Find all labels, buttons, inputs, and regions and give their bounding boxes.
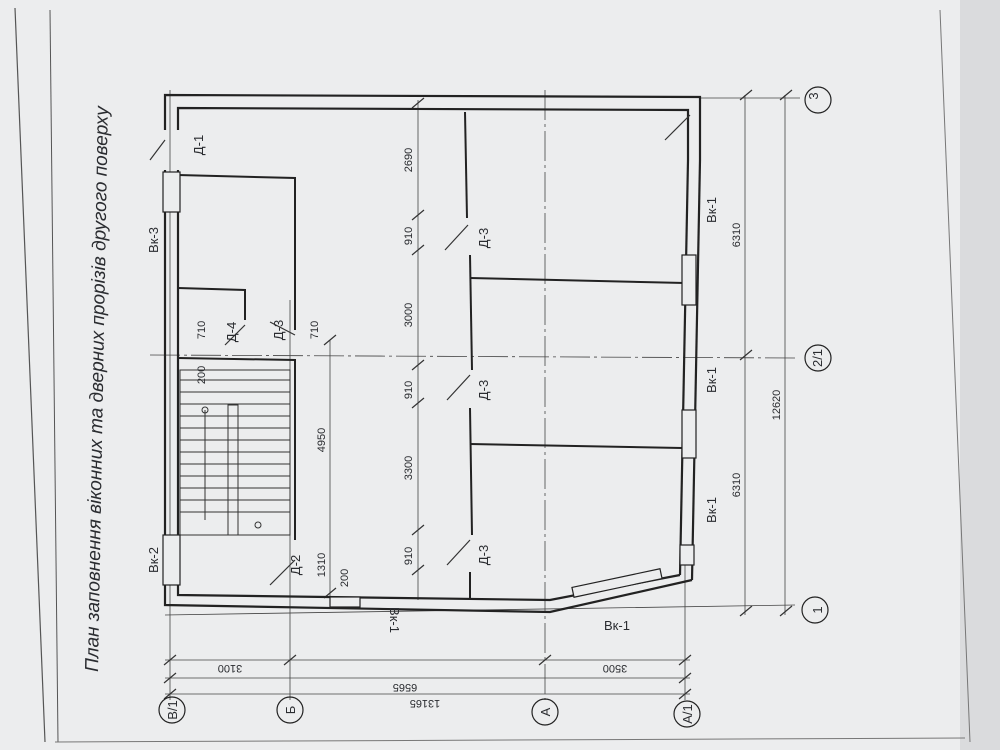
axis-bubble-A	[531, 698, 559, 726]
wall-top	[163, 93, 702, 160]
dim-3100: 3100	[218, 662, 242, 674]
dim-13165: 13165	[410, 697, 441, 709]
window-vk1-right-low	[679, 544, 695, 566]
dim-910-c: 910	[403, 547, 415, 565]
dim-4950: 4950	[316, 428, 328, 452]
axis-bubbles	[158, 86, 832, 728]
dim-1310: 1310	[316, 553, 328, 577]
label-d3-a: Д-3	[476, 228, 491, 248]
frame-right	[939, 9, 971, 743]
axis-label-3: 3	[806, 92, 821, 99]
axis-label-A: А	[538, 707, 553, 716]
dim-710-b: 710	[309, 321, 321, 339]
wall-right-inner	[678, 159, 690, 576]
door-labels: Д-1 Д-2 Д-3 Д-3 Д-3 Д-3 Д-4	[191, 135, 491, 575]
dim-200-b: 200	[339, 569, 351, 587]
wall-bottom	[163, 170, 693, 614]
wall-corridor-3	[469, 407, 473, 536]
frame-left	[14, 7, 46, 743]
wall-corridor-1	[464, 111, 468, 219]
door-d4-swing	[224, 324, 246, 346]
wall-wc	[177, 174, 296, 330]
label-vk1-right-mid: Вк-1	[704, 367, 719, 393]
wall-right	[690, 159, 702, 581]
axis-bubble-B	[276, 696, 304, 724]
window-vk2	[162, 534, 181, 586]
paper-edge	[960, 0, 1000, 750]
tick-marks	[163, 89, 793, 700]
window-vk1-stair	[329, 596, 361, 608]
label-vk3: Вк-3	[146, 227, 161, 253]
dim-6310-a: 6310	[731, 223, 743, 247]
staircase	[179, 369, 291, 536]
label-vk2: Вк-2	[146, 547, 161, 573]
interior-walls	[177, 111, 686, 598]
door-d3-d-swing	[269, 321, 296, 336]
axis-label-A1: А/1	[680, 704, 695, 724]
dim-3500: 3500	[603, 662, 627, 674]
dim-710-a: 710	[196, 321, 208, 339]
door-d3-c-swing	[446, 539, 471, 566]
axis-label-V1: В/1	[165, 700, 180, 720]
axis-label-21: 2/1	[810, 349, 825, 367]
label-d3-b: Д-3	[476, 380, 491, 400]
label-d3-c: Д-3	[476, 545, 491, 565]
stair-start-dot	[201, 406, 209, 414]
label-vk1-right-top: Вк-1	[704, 197, 719, 223]
door-d1-outer	[149, 139, 166, 161]
dim-910-a: 910	[403, 227, 415, 245]
dim-6310-b: 6310	[731, 473, 743, 497]
axis-label-1: 1	[810, 606, 825, 613]
dim-6565: 6565	[393, 681, 417, 693]
door-d3-b-swing	[446, 374, 471, 401]
window-vk1-corner	[571, 568, 663, 598]
axis-labels: 3 2/1 1 В/1 Б А А/1	[165, 92, 825, 723]
dim-3300: 3300	[403, 456, 415, 480]
label-vk1-bottom: Вк-1	[387, 607, 402, 633]
dim-3000: 3000	[403, 303, 415, 327]
axis-bubble-21	[804, 344, 832, 372]
dim-200-a: 200	[196, 366, 208, 384]
door-d3-a-swing	[444, 224, 469, 251]
label-d4: Д-4	[224, 322, 239, 342]
label-vk1-right-low: Вк-1	[704, 497, 719, 523]
wall-room-2	[469, 443, 683, 449]
label-d3-d: Д-3	[271, 320, 286, 340]
label-d2: Д-2	[288, 555, 303, 575]
axis-label-B: Б	[283, 706, 298, 715]
window-vk1-right-top	[681, 254, 697, 306]
wall-top-inner	[176, 106, 690, 160]
stair-railing	[227, 404, 239, 536]
axis-bubble-1	[801, 596, 829, 624]
door-swings	[149, 114, 691, 586]
frame-bottom	[54, 737, 966, 743]
axis-bubble-V1	[158, 696, 186, 724]
label-vk1-corner: Вк-1	[604, 618, 630, 633]
wall-d4	[177, 287, 246, 320]
stair-end-dot	[254, 521, 262, 529]
dim-2690: 2690	[403, 148, 415, 172]
axis-bubble-A1	[673, 700, 701, 728]
wall-corridor-2	[469, 254, 473, 371]
label-d1: Д-1	[191, 135, 206, 155]
dimension-labels: 2690 910 3000 910 3300 910 710 710 200 4…	[196, 148, 783, 709]
window-openings	[162, 171, 697, 608]
frame-inner	[49, 9, 59, 743]
door-d2-swing	[269, 559, 296, 586]
dim-910-b: 910	[403, 381, 415, 399]
window-labels: Вк-3 Вк-2 Вк-1 Вк-1 Вк-1 Вк-1 Вк-1	[146, 197, 719, 633]
window-vk3	[162, 171, 181, 213]
window-vk1-right-mid	[681, 409, 697, 459]
dim-12620: 12620	[771, 390, 783, 421]
wall-room-1	[469, 277, 686, 284]
wall-stair	[177, 357, 296, 540]
axis-bubble-3	[804, 86, 832, 114]
door-d1-swing	[664, 114, 691, 141]
